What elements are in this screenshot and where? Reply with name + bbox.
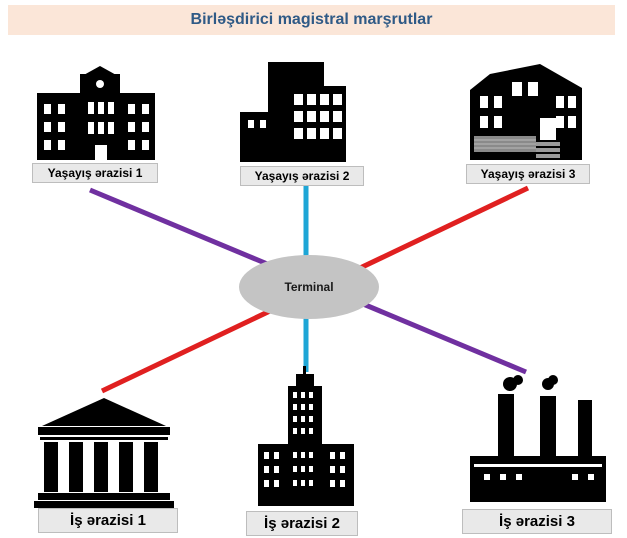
node-label-residential-2: Yaşayış ərazisi 2 xyxy=(240,166,364,186)
diagram-title: Birləşdirici magistral marşrutlar xyxy=(190,11,433,28)
apartment-building-icon xyxy=(240,62,346,162)
node-label-work-3: İş ərazisi 3 xyxy=(462,509,612,534)
house-icon xyxy=(470,64,582,160)
skyscraper-icon xyxy=(258,366,354,506)
node-label-residential-3: Yaşayış ərazisi 3 xyxy=(466,164,590,184)
node-label-work-1: İş ərazisi 1 xyxy=(38,508,178,533)
terminal-hub xyxy=(239,255,379,319)
factory-icon xyxy=(470,375,606,502)
node-label-residential-1: Yaşayış ərazisi 1 xyxy=(32,163,158,183)
columned-building-icon xyxy=(34,398,174,508)
node-label-work-2: İş ərazisi 2 xyxy=(246,511,358,536)
terminal-label: Terminal xyxy=(284,280,334,294)
residential-building-icon xyxy=(37,66,155,160)
title-banner: Birləşdirici magistral marşrutlar xyxy=(8,5,615,35)
